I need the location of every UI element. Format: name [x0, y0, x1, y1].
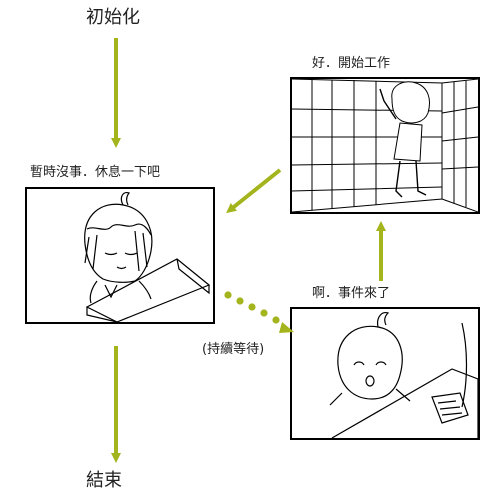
loop-label: (持續等待)	[202, 342, 265, 357]
arrow-working-to-idle	[226, 168, 282, 214]
state-panel-idle	[25, 187, 215, 324]
illustration-resting-at-desk	[84, 192, 211, 322]
illustration-searching-bookshelf	[292, 79, 478, 212]
state-panel-working	[290, 77, 480, 214]
dotted-arrow-idle-to-event	[224, 291, 294, 333]
end-label: 結束	[86, 470, 122, 491]
illustration-surprised-by-paper	[329, 312, 478, 438]
state-panel-event	[290, 307, 480, 440]
state-caption-working: 好．開始工作	[312, 56, 391, 71]
state-caption-event: 啊．事件來了	[312, 286, 391, 301]
start-label: 初始化	[86, 7, 140, 28]
state-caption-idle: 暫時沒事．休息一下吧	[30, 165, 161, 180]
